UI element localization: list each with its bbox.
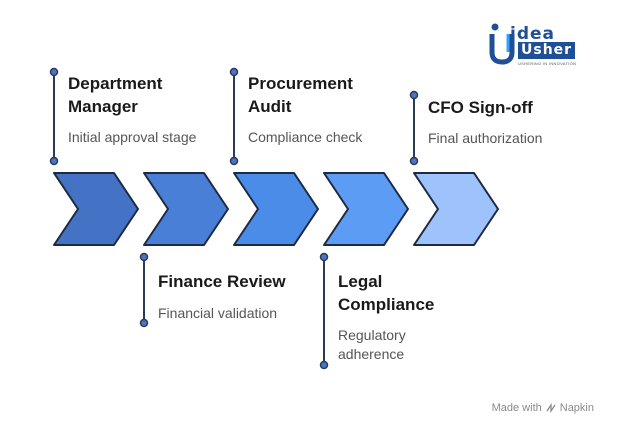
connector-dot-4-top: [319, 252, 329, 262]
connector-dot-1-top: [49, 67, 59, 77]
stage-description: Compliance check: [248, 129, 363, 145]
stage-description: Regulatory adherence: [338, 327, 406, 362]
connector-dot-3-top: [229, 67, 239, 77]
made-with-napkin: Made with Napkin: [492, 402, 594, 414]
chevron-stage-4: [323, 172, 409, 246]
stage-description: Financial validation: [158, 305, 278, 321]
connector-dot-5-bottom: [409, 156, 419, 166]
connector-dot-3-bottom: [229, 156, 239, 166]
stage-description: Initial approval stage: [68, 129, 197, 145]
chevron-stage-5: [413, 172, 499, 246]
connector-dot-2-bottom: [139, 318, 149, 328]
connector-dot-5-top: [409, 90, 419, 100]
connector-dot-1-bottom: [49, 156, 59, 166]
stage-title: Finance Review: [158, 272, 286, 291]
stage-3-label: Procurement Audit Compliance check: [248, 72, 362, 147]
brand-logo: idea Usher USHERING IN INNOVATION: [488, 22, 594, 68]
stage-title: CFO Sign-off: [428, 98, 533, 117]
chevron-stage-2: [143, 172, 229, 246]
stage-2-label: Finance Review Financial validation: [158, 270, 286, 323]
stage-5-label: CFO Sign-off Final authorization: [428, 96, 542, 148]
stage-description: Final authorization: [428, 130, 543, 146]
chevron-stage-3: [233, 172, 319, 246]
stage-4-label: Legal Compliance Regulatory adherence: [338, 270, 434, 364]
stage-title: Procurement Audit: [248, 74, 353, 116]
stage-title: Legal Compliance: [338, 272, 435, 314]
connector-dot-4-bottom: [319, 360, 329, 370]
logo-mark-icon: [489, 23, 515, 65]
stage-title: Department Manager: [68, 74, 163, 116]
napkin-brand-text: Napkin: [559, 402, 594, 414]
chevron-stage-1: [53, 172, 139, 246]
made-with-text: Made with: [491, 402, 542, 414]
logo-tagline: USHERING IN INNOVATION: [518, 61, 577, 66]
logo-text-idea: idea: [510, 24, 555, 44]
logo-text-usher: Usher: [518, 42, 576, 59]
napkin-icon: [546, 403, 556, 413]
connector-dot-2-top: [139, 252, 149, 262]
stage-1-label: Department Manager Initial approval stag…: [68, 72, 196, 147]
